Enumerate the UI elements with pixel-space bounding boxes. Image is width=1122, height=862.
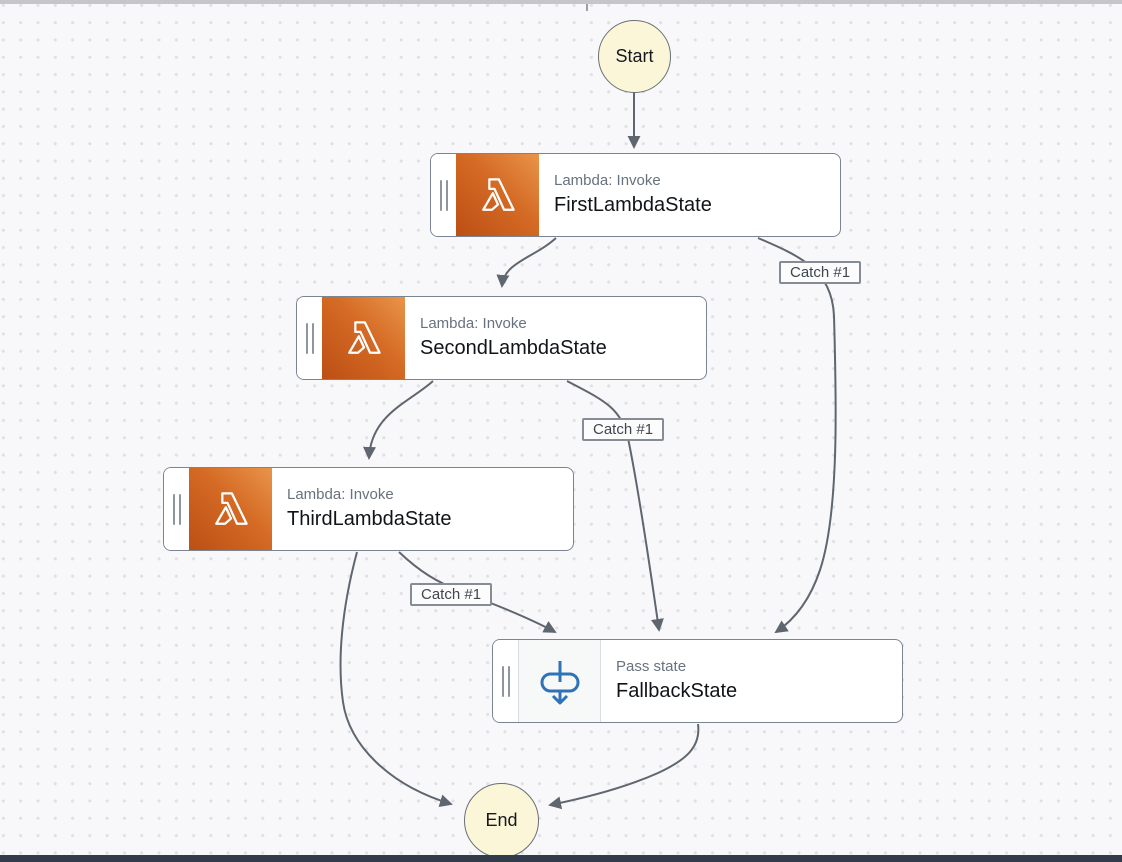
canvas-top-tick <box>586 4 588 11</box>
canvas-top-border <box>0 0 1122 4</box>
state-type-label: Lambda: Invoke <box>554 172 661 190</box>
drag-handle[interactable] <box>493 640 518 722</box>
state-node-fallbackstate[interactable]: Pass state FallbackState <box>492 639 903 723</box>
edge-label-catch-first: Catch #1 <box>779 261 862 284</box>
start-label: Start <box>615 46 654 66</box>
lambda-icon <box>322 297 405 379</box>
state-name: FallbackState <box>616 679 738 702</box>
end-node: End <box>464 783 539 858</box>
drag-handle[interactable] <box>431 154 456 236</box>
edge-first-catch-to-fallback <box>757 237 837 634</box>
drag-handle[interactable] <box>297 297 322 379</box>
edge-third-to-end <box>339 551 453 808</box>
state-name: ThirdLambdaState <box>287 507 452 530</box>
edge-second-to-third <box>363 380 434 460</box>
lambda-icon <box>456 154 539 236</box>
state-type-label: Lambda: Invoke <box>420 315 527 333</box>
state-type-label: Lambda: Invoke <box>287 486 394 504</box>
pass-icon <box>518 640 601 722</box>
state-name: FirstLambdaState <box>554 193 712 216</box>
state-node-secondlambdastate[interactable]: Lambda: Invoke SecondLambdaState <box>296 296 707 380</box>
canvas-bottom-bar <box>0 855 1122 862</box>
drag-handle[interactable] <box>164 468 189 550</box>
edge-fallback-to-end <box>548 723 700 810</box>
lambda-icon <box>189 468 272 550</box>
edge-label-catch-second: Catch #1 <box>582 418 665 441</box>
edge-second-catch-to-fallback <box>566 380 664 632</box>
start-node: Start <box>598 20 671 93</box>
state-node-thirdlambdastate[interactable]: Lambda: Invoke ThirdLambdaState <box>163 467 574 551</box>
edge-first-to-second <box>496 237 557 288</box>
state-node-firstlambdastate[interactable]: Lambda: Invoke FirstLambdaState <box>430 153 841 237</box>
edge-label-catch-third: Catch #1 <box>410 583 493 606</box>
state-type-label: Pass state <box>616 658 687 676</box>
end-label: End <box>485 810 518 830</box>
state-name: SecondLambdaState <box>420 336 607 359</box>
